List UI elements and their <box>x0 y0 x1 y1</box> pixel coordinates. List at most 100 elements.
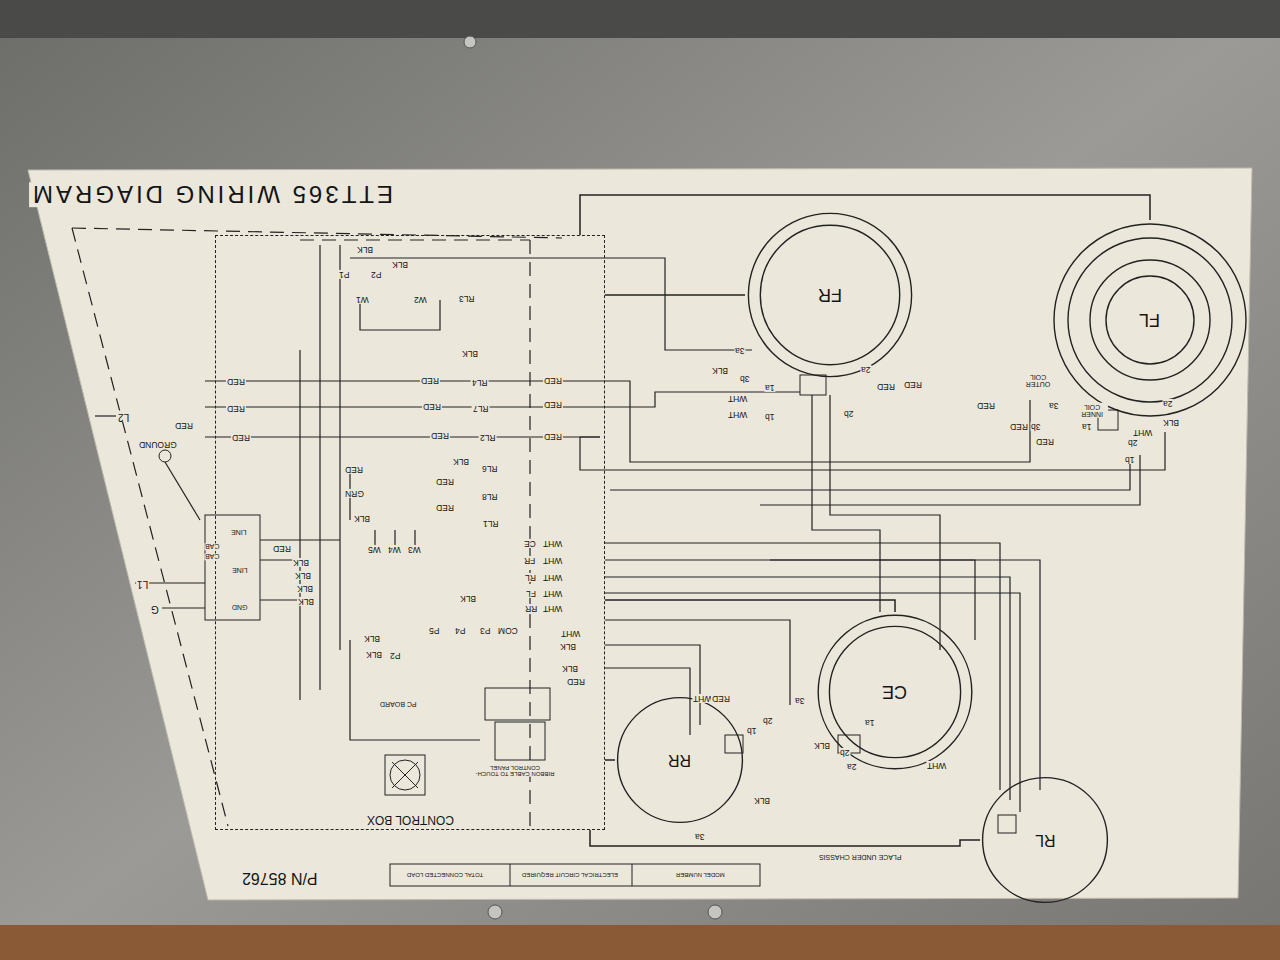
panel-drawing <box>165 462 200 520</box>
wire-label: RED <box>1035 437 1055 446</box>
wire-label: WHT <box>542 539 563 548</box>
wire-label: 2b <box>762 716 773 725</box>
panel-drawing <box>510 864 632 886</box>
rating-table <box>390 864 760 886</box>
panel-drawing <box>600 392 800 407</box>
control-box: CONTROL BOX <box>215 235 605 830</box>
panel-drawing <box>800 375 826 395</box>
wire-label: P1 <box>338 270 350 279</box>
coil-ring <box>1054 224 1246 416</box>
wire-label: 2a <box>846 762 857 771</box>
wire-label: RL3 <box>458 294 476 303</box>
wire-label: WHT <box>727 410 748 419</box>
wire-label: ELECTRICAL CIRCUIT REQUIRED <box>521 872 619 878</box>
panel-drawing <box>392 762 418 788</box>
inner-coil <box>1090 260 1210 380</box>
wire-label: BLK <box>353 514 371 523</box>
pc-board <box>485 688 550 720</box>
wire-label: 2b <box>843 409 854 418</box>
panel-drawing <box>385 755 425 795</box>
wire-label: 3a <box>1048 401 1059 410</box>
wire-label: P2 <box>389 651 401 660</box>
wire-label: COM <box>497 626 519 635</box>
wire-label: RL2 <box>479 433 497 442</box>
wire-label: RED <box>435 477 455 486</box>
wire-label: RED <box>420 376 440 385</box>
wire-label: BLK <box>356 245 374 254</box>
panel-drawing <box>708 905 722 919</box>
wire-label: W2 <box>413 295 428 304</box>
wire-label: BLK <box>813 741 831 750</box>
panel-drawing <box>162 607 205 608</box>
wire-label: RL6 <box>481 464 499 473</box>
panel-drawing <box>350 258 752 350</box>
panel-drawing <box>812 395 880 612</box>
wire-label: BLK <box>294 571 312 580</box>
wire-label: BLK <box>292 558 310 567</box>
wire-label: PC BOARD <box>379 701 418 708</box>
wire-label: CAB <box>204 543 220 550</box>
wire-label: WHT <box>542 573 563 582</box>
wire-label: P5 <box>428 626 440 635</box>
wire-label: RED <box>231 433 251 442</box>
label-sheet <box>28 168 1252 900</box>
pc-board <box>495 722 545 760</box>
dashed-boundary <box>72 228 562 826</box>
wire-label: WHT <box>542 604 563 613</box>
wire-label: OUTER COIL <box>1022 373 1054 388</box>
panel-drawing <box>605 645 700 725</box>
panel-drawing <box>580 432 1165 470</box>
wire-label: RR <box>524 604 538 613</box>
box-title: CONTROL BOX <box>365 814 456 826</box>
panel-drawing <box>488 905 502 919</box>
wire-label: 1b <box>1124 455 1135 464</box>
wire-label: W1 <box>355 295 370 304</box>
panel-drawing <box>300 239 530 240</box>
wire-label: FR <box>523 556 536 565</box>
panel-drawing <box>95 415 116 416</box>
panel-edge <box>0 0 1280 38</box>
wire-label: LINE <box>230 529 248 536</box>
wire-label: 3b <box>739 374 750 383</box>
wire-label: BLK <box>561 664 579 673</box>
wire-label: RED <box>422 402 442 411</box>
burner-element: RR <box>615 695 745 825</box>
wire-label: BLK <box>297 597 315 606</box>
wire-connector <box>605 294 745 296</box>
burner-element: RL <box>980 775 1110 905</box>
wire-label: 3a <box>734 346 745 355</box>
wire-label: RED <box>543 376 563 385</box>
panel-drawing <box>205 406 600 407</box>
coil-ring <box>1068 238 1232 402</box>
wire-label: 2a <box>860 365 871 374</box>
wire-label: BLK <box>363 634 381 643</box>
panel-drawing <box>605 668 690 735</box>
wire-label: INNER COIL <box>1076 403 1108 418</box>
wire-label: RED <box>566 677 586 686</box>
wire-label: RL7 <box>472 404 490 413</box>
wire-label: W5 <box>367 545 382 554</box>
wire-label: 2b <box>1127 438 1138 447</box>
wire-label: BLK <box>391 260 409 269</box>
wire-label: BLK <box>711 366 729 375</box>
wire-label: BLK <box>461 349 479 358</box>
wire-label: RED <box>543 400 563 409</box>
burner-name: FL <box>1137 311 1162 329</box>
wire-connector <box>580 195 1150 235</box>
wire-label: WHT <box>1132 428 1153 437</box>
wire-label: RED <box>711 694 731 703</box>
wire-label: W3 <box>407 545 422 554</box>
coil-ring <box>618 698 743 823</box>
wire-connector <box>605 759 615 761</box>
panel-drawing <box>319 245 320 690</box>
coil-ring <box>760 225 899 364</box>
burner-terminal <box>725 375 1118 833</box>
coil-ring <box>748 213 911 376</box>
wire-label: WHT <box>560 629 581 638</box>
panel-drawing <box>299 350 300 700</box>
panel-drawing <box>360 300 440 330</box>
inner-coil <box>1106 276 1194 364</box>
